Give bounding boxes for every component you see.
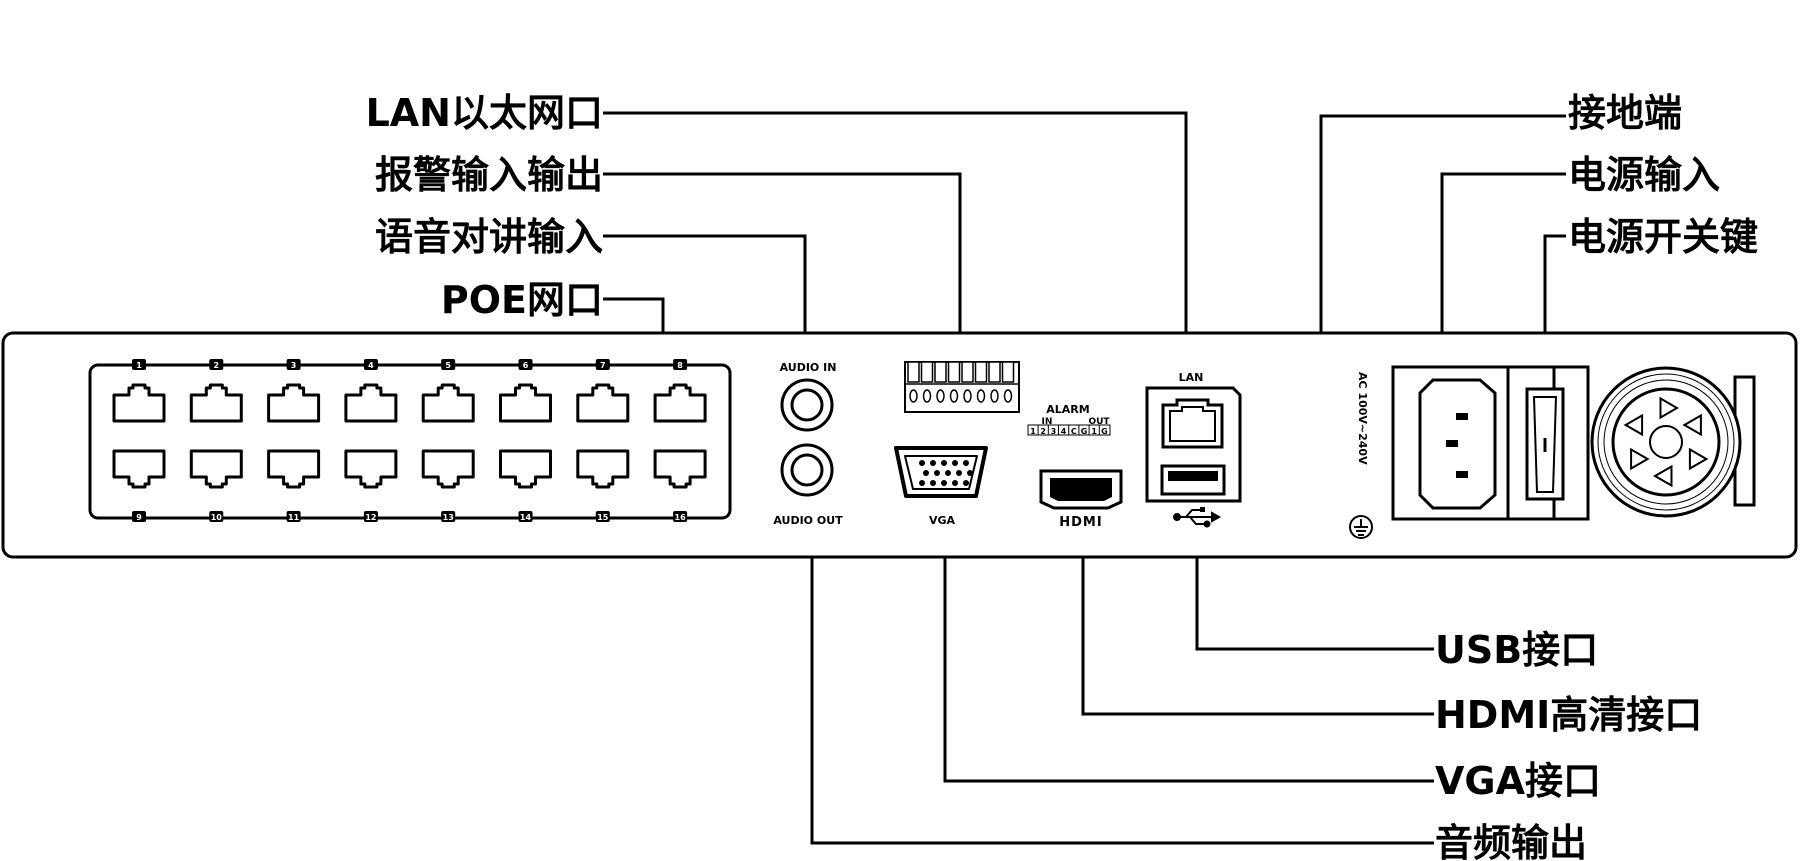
lan-port <box>1161 398 1224 449</box>
poe-port-number: 2 <box>214 361 220 370</box>
alarm-pin-label: C <box>1071 427 1077 436</box>
poe-port: 4 <box>344 359 398 423</box>
callout-hdmi: HDMI高清接口 <box>1435 693 1702 737</box>
usb-port <box>1160 464 1226 496</box>
vga-pins <box>919 460 973 486</box>
audio-in-label: AUDIO IN <box>780 361 837 374</box>
poe-port: 15 <box>576 449 630 522</box>
lan-label: LAN <box>1179 371 1204 384</box>
poe-port-number: 13 <box>443 513 454 522</box>
callout-power-input: 电源输入 <box>1568 153 1720 197</box>
alarm-pin-label: G <box>1081 427 1088 436</box>
poe-port-number: 10 <box>211 513 223 522</box>
poe-port: 11 <box>267 449 321 522</box>
leader-power-input <box>1440 172 1566 392</box>
poe-block-outline <box>88 363 732 520</box>
vga-label: VGA <box>929 514 956 527</box>
poe-port: 9 <box>112 449 166 522</box>
poe-port-number: 15 <box>597 513 609 522</box>
poe-port: 8 <box>653 359 707 423</box>
poe-port-number: 3 <box>291 361 297 370</box>
alarm-pin-label: 1 <box>1091 427 1097 436</box>
leader-alarm <box>603 172 962 355</box>
callout-poe: POE网口 <box>441 278 603 322</box>
poe-port-number: 16 <box>675 513 687 522</box>
hdmi-label: HDMI <box>1059 515 1102 530</box>
leader-vga <box>943 537 1434 783</box>
callout-lan: LAN以太网口 <box>366 91 603 135</box>
poe-port-number: 7 <box>600 361 606 370</box>
hdmi-port: HDMI <box>1039 469 1123 530</box>
vga-port: VGA <box>894 446 988 527</box>
usb-icon <box>1173 507 1222 528</box>
poe-port: 13 <box>421 449 475 522</box>
callout-audio-in: 语音对讲输入 <box>375 215 603 259</box>
poe-port: 1 <box>112 359 166 423</box>
poe-port: 5 <box>421 359 475 423</box>
poe-port: 7 <box>576 359 630 423</box>
poe-port-number: 4 <box>368 361 374 370</box>
callout-audio-out: 音频输出 <box>1435 821 1587 861</box>
leader-hdmi <box>1081 538 1434 716</box>
poe-port-number: 9 <box>136 513 142 522</box>
poe-port: 14 <box>499 449 552 522</box>
callout-usb: USB接口 <box>1435 628 1598 672</box>
poe-port-number: 6 <box>523 361 529 370</box>
poe-port: 2 <box>189 359 243 423</box>
poe-port: 16 <box>653 449 707 522</box>
poe-port-number: 14 <box>520 513 532 522</box>
callout-power-switch: 电源开关键 <box>1568 215 1758 259</box>
poe-port-number: 11 <box>288 513 300 522</box>
poe-port: 12 <box>344 449 398 522</box>
power-switch <box>1525 387 1565 501</box>
audio-jacks: AUDIO IN AUDIO OUT <box>773 361 843 527</box>
alarm-terminal-block <box>904 361 1020 413</box>
audio-in-jack <box>780 378 834 432</box>
callout-labels: LAN以太网口 报警输入输出 语音对讲输入 POE网口 接地端 电源输入 电源开… <box>366 91 1758 861</box>
audio-out-label: AUDIO OUT <box>773 514 843 527</box>
ground-icon <box>1349 515 1373 539</box>
alarm-in-label: IN <box>1042 417 1053 427</box>
leader-lan <box>603 111 1188 358</box>
leader-lines <box>603 111 1566 845</box>
leader-audio-in <box>603 234 807 357</box>
callout-vga: VGA接口 <box>1435 759 1601 803</box>
lan-usb-block: LAN <box>1145 371 1242 528</box>
poe-port-number: 1 <box>136 361 142 370</box>
fan-grille-icon <box>1590 366 1756 518</box>
alarm-out-label: OUT <box>1088 417 1110 427</box>
poe-port-number: 5 <box>445 361 451 370</box>
alarm-pin-label: 3 <box>1051 427 1057 436</box>
alarm-pin-label: G <box>1101 427 1108 436</box>
alarm-pin-label: 2 <box>1040 427 1046 436</box>
leader-usb <box>1195 540 1434 651</box>
power-inlet-assembly <box>1391 365 1590 521</box>
poe-port-number: 8 <box>677 361 683 370</box>
callout-alarm: 报警输入输出 <box>375 153 603 197</box>
alarm-pin-label: 1 <box>1030 427 1036 436</box>
poe-port: 6 <box>499 359 552 423</box>
leader-audio-out <box>810 537 1434 845</box>
ac-voltage-label: AC 100V~240V <box>1356 372 1369 465</box>
poe-port: 10 <box>189 449 243 522</box>
alarm-pin-label: 4 <box>1061 427 1067 436</box>
poe-port-number: 12 <box>365 513 376 522</box>
poe-port: 3 <box>267 359 321 423</box>
audio-out-jack <box>780 443 834 497</box>
poe-ports: 1 9 2 10 3 11 4 12 5 13 6 14 7 15 8 16 <box>112 359 707 522</box>
alarm-label: ALARM <box>1046 403 1089 416</box>
callout-ground: 接地端 <box>1568 91 1682 135</box>
